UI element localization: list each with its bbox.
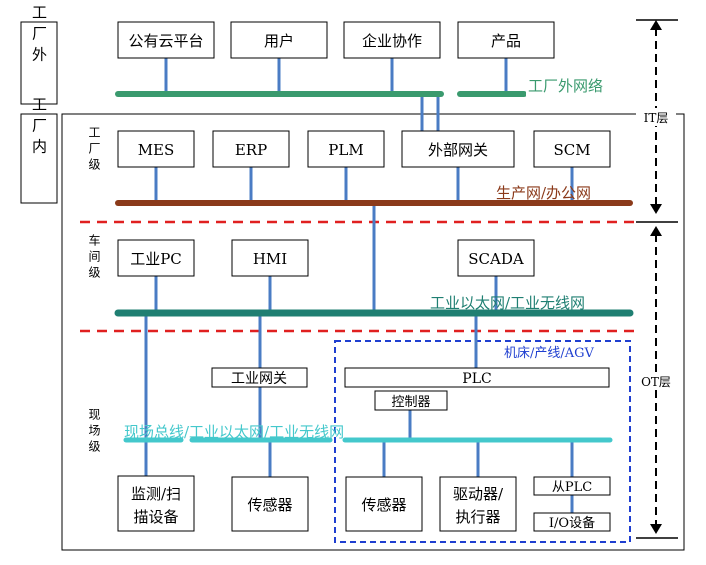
industrial-pc-box <box>117 239 195 277</box>
users-box <box>230 21 328 59</box>
industrial-pc-label: 工业PC <box>130 250 182 268</box>
ot-layer-arrow-bottom <box>650 524 662 534</box>
machine-group-box <box>334 340 631 543</box>
external-gateway-box <box>401 130 515 168</box>
level-field-label: 现场级 <box>87 408 101 456</box>
ethernet-network-label: 工业以太网/工业无线网 <box>430 294 585 312</box>
link-lines <box>144 58 574 513</box>
it-layer-label: IT层 <box>644 111 669 125</box>
collaboration-label: 企业协作 <box>362 32 422 50</box>
zone-outside-box <box>20 21 58 105</box>
erp-box <box>212 130 290 168</box>
ot-layer-arrow-top <box>650 226 662 236</box>
external-network-label: 工厂外网络 <box>528 77 603 95</box>
cloud-platform-label: 公有云平台 <box>128 32 203 50</box>
level-factory-label: 工厂级 <box>87 126 101 174</box>
industrial-gateway-label: 工业网关 <box>231 371 287 387</box>
controller-label: 控制器 <box>391 395 430 410</box>
scada-box <box>457 239 535 277</box>
monitor-device-label-line2: 描设备 <box>133 508 178 526</box>
ot-layer-label: OT层 <box>641 375 671 389</box>
it-label-bg <box>636 108 676 126</box>
zone-inside-box <box>20 113 58 204</box>
field-boxes: 工业网关 PLC 控制器 监测/扫 描设备 传感器 传感器 驱动器/ 执行器 从… <box>117 367 611 532</box>
controller-box <box>374 390 448 411</box>
level-workshop-label: 车间级 <box>87 233 101 282</box>
users-label: 用户 <box>264 32 294 50</box>
mes-box <box>117 130 195 168</box>
production-network-label: 生产网/办公网 <box>496 184 591 202</box>
machine-group-label: 机床/产线/AGV <box>504 346 595 361</box>
external-gateway-label: 外部网关 <box>428 141 488 159</box>
scm-label: SCM <box>553 141 590 159</box>
it-layer-arrow-bottom <box>650 204 662 214</box>
collaboration-box <box>343 21 441 59</box>
factory-boxes: MES ERP PLM 外部网关 SCM <box>117 130 611 168</box>
cloud-platform-box <box>117 21 215 59</box>
slave-plc-box <box>533 476 611 496</box>
slave-plc-label: 从PLC <box>552 480 592 495</box>
it-layer-arrow-top <box>650 20 662 30</box>
driver-actuator-box <box>439 476 517 532</box>
mes-label: MES <box>138 141 175 159</box>
scm-box <box>533 130 611 168</box>
product-box <box>457 21 555 59</box>
factory-frame <box>61 113 685 551</box>
plc-label: PLC <box>462 371 491 387</box>
driver-actuator-label-line2: 执行器 <box>455 508 500 526</box>
zone-inside-label: 工厂内 <box>30 97 48 160</box>
sensor-left-box <box>231 476 309 532</box>
driver-actuator-label-line1: 驱动器/ <box>453 485 504 503</box>
erp-label: ERP <box>235 141 267 159</box>
industrial-gateway-box <box>211 367 308 388</box>
scada-label: SCADA <box>468 250 524 268</box>
sensor-right-box <box>345 476 423 532</box>
hmi-label: HMI <box>253 250 287 268</box>
outside-boxes: 公有云平台 用户 企业协作 产品 <box>117 21 555 59</box>
io-device-box <box>533 512 611 532</box>
io-device-label: I/O设备 <box>549 515 595 531</box>
sensor-right-label: 传感器 <box>361 496 406 514</box>
monitor-device-label-line1: 监测/扫 <box>131 485 181 503</box>
monitor-device-box <box>117 475 195 532</box>
product-label: 产品 <box>491 32 521 50</box>
plm-label: PLM <box>328 141 363 159</box>
workshop-boxes: 工业PC HMI SCADA <box>117 239 535 277</box>
sensor-left-label: 传感器 <box>247 496 292 514</box>
fieldbus-network-label: 现场总线/工业以太网/工业无线网 <box>124 423 344 441</box>
zone-outside-label: 工厂外 <box>30 5 48 68</box>
plm-box <box>307 130 385 168</box>
hmi-box <box>231 239 309 277</box>
plc-box <box>344 367 610 388</box>
ot-label-bg <box>636 372 676 390</box>
external-network-label-bg <box>526 76 620 96</box>
